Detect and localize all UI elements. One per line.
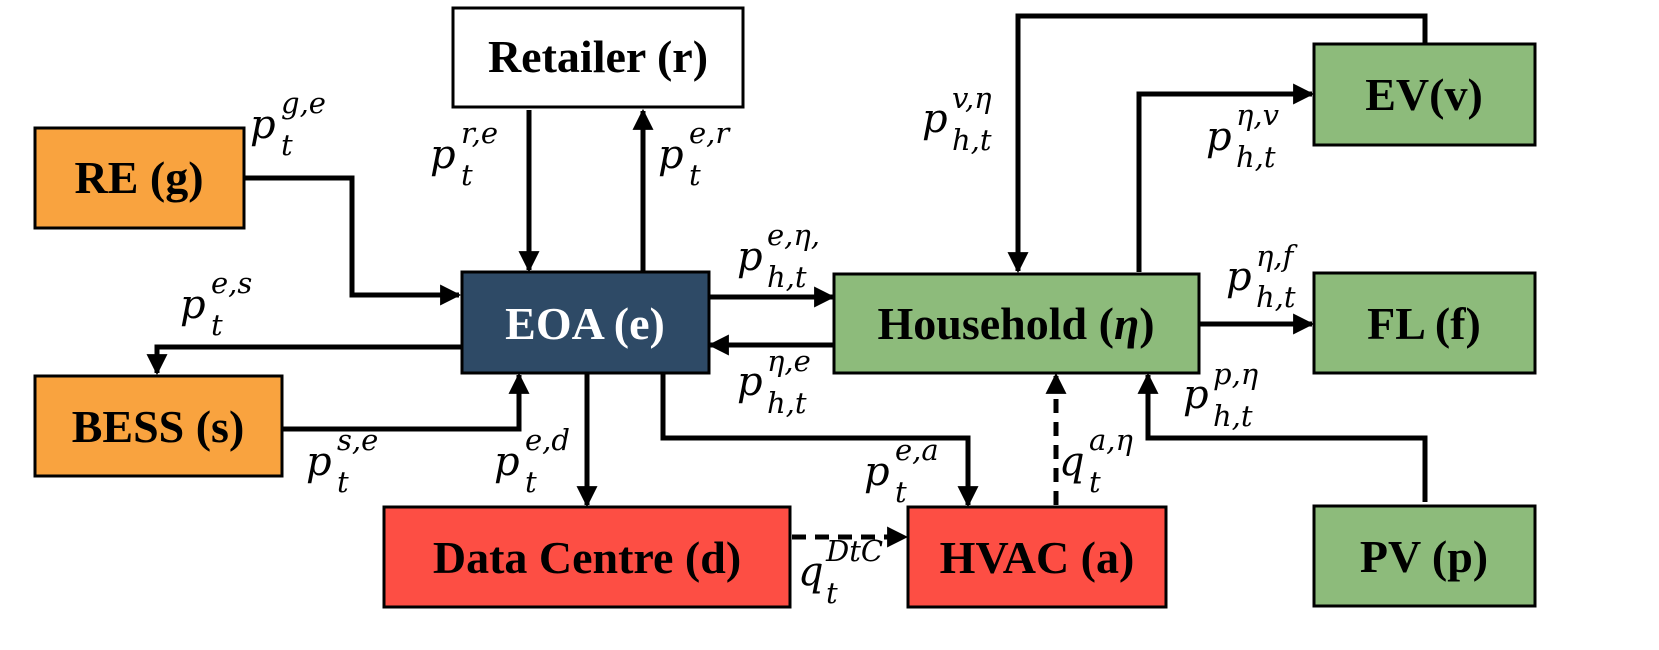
ev-label: EV(v) [1365,69,1483,120]
flow-label-household-to-ev: p η,v h,t [1206,98,1284,174]
re-label: RE (g) [74,152,203,203]
retailer-label: Retailer (r) [488,31,708,82]
eoa-to-hvac-connector [660,373,979,508]
eoa-to-bess-connector [146,344,462,376]
fl-node: FL (f) [1312,271,1537,375]
bess-box [33,374,284,478]
flow-label-hvac-to-household: q a,η t [1059,423,1138,499]
household-label: Household (η) [877,298,1154,349]
flow-label-eoa-to-hvac: p e,a t [864,433,944,509]
pv-box [1312,504,1537,608]
fl-box [1312,271,1537,375]
datacentre-box [382,505,792,609]
re-node: RE (g) [33,126,246,230]
flow-label-eoa-to-household: p e,η, h,t [737,218,825,294]
retailer-node: Retailer (r) [451,6,745,109]
re-to-eoa-connector [244,175,462,306]
eoa-box [460,270,711,375]
flow-label-datacentre-to-hvac: q DtC t [798,534,888,610]
re-box [33,126,246,230]
pv-to-household-connector [1137,372,1428,502]
household-to-ev-connector [1136,83,1315,272]
pv-label: PV (p) [1360,531,1488,582]
bess-to-eoa-connector [282,372,530,432]
bess-node: BESS (s) [33,374,284,478]
flow-label-bess-to-eoa: p s,e t [306,423,383,499]
flow-label-retailer-to-eoa: p r,e t [430,116,503,192]
flow-labels: p g,e t p r,e t p e,r t p e,s t p s,e t … [180,81,1299,610]
connectors [146,13,1428,548]
datacentre-node: Data Centre (d) [382,505,792,609]
household-node: Household (η) [832,272,1201,375]
fl-label: FL (f) [1367,298,1481,349]
flow-label-eoa-to-retailer: p e,r t [658,116,734,192]
hvac-box [906,505,1168,609]
retailer-box [451,6,745,109]
flow-label-re-to-eoa: p g,e t [250,86,331,162]
household-box [832,272,1201,375]
flow-label-household-to-fl: p η,f h,t [1226,239,1299,314]
eoa-label: EOA (e) [505,298,665,349]
ev-node: EV(v) [1312,42,1537,147]
flow-label-pv-to-household: p p,η h,t [1183,357,1263,433]
flow-label-household-to-eoa: p η,e h,t [737,344,816,420]
ev-box [1312,42,1537,147]
flow-label-eoa-to-datacentre: p e,d t [494,423,575,499]
bess-label: BESS (s) [72,401,245,452]
pv-node: PV (p) [1312,504,1537,608]
flow-label-eoa-to-bess: p e,s t [180,266,257,342]
hvac-label: HVAC (a) [940,532,1135,583]
flow-label-ev-to-household: p v,η h,t [922,81,997,157]
hvac-node: HVAC (a) [906,505,1168,609]
eoa-node: EOA (e) [460,270,711,375]
datacentre-label: Data Centre (d) [433,532,741,583]
ev-to-household-connector [1007,13,1428,274]
